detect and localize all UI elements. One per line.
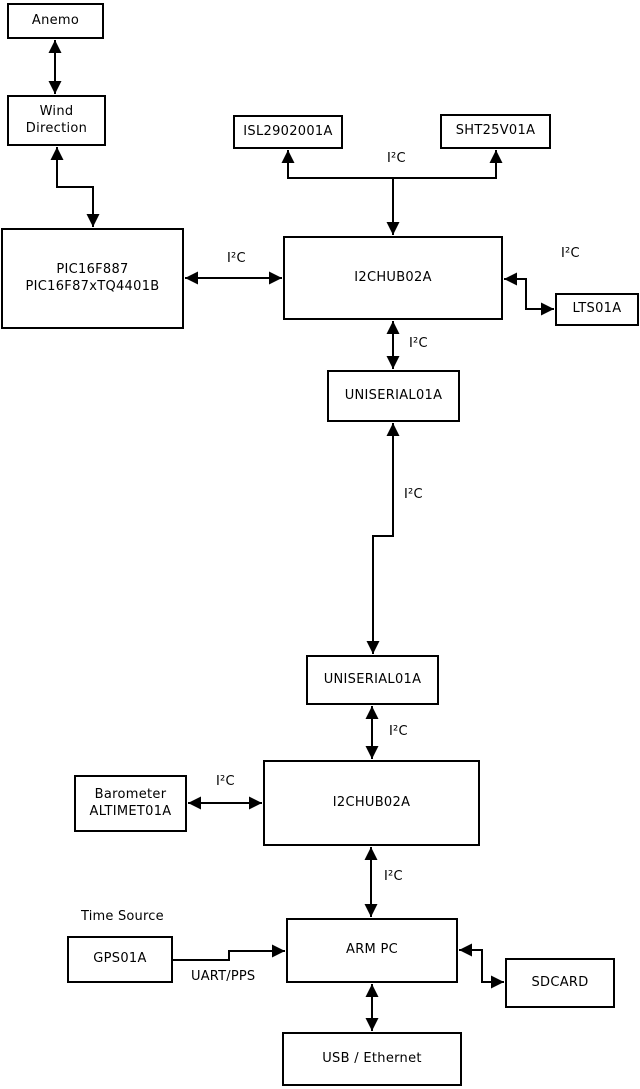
edge-label-i2c-sensor-bus: I²C [387, 151, 406, 166]
node-pic16f887-label: PIC16F887 PIC16F87xTQ4401B [25, 262, 160, 294]
node-uniserial01a-upper: UNISERIAL01A [327, 370, 460, 422]
node-gps01a: GPS01A [67, 936, 173, 983]
node-wind-direction-label: Wind Direction [25, 104, 88, 136]
node-uniserial01a-upper-label: UNISERIAL01A [344, 387, 443, 403]
node-usb-ethernet-label: USB / Ethernet [322, 1050, 422, 1066]
node-lts01a: LTS01A [555, 293, 639, 326]
node-anemo: Anemo [7, 3, 104, 39]
connector-gps-armpc [173, 944, 285, 961]
node-gps01a-label: GPS01A [93, 951, 147, 967]
connector-armpc-sdcard [459, 943, 504, 989]
edge-label-i2c-hub-arm: I²C [384, 869, 403, 884]
node-sdcard-label: SDCARD [531, 974, 589, 990]
connector-wind-pic [50, 147, 100, 227]
node-barometer-altimet01a-label: Barometer ALTIMET01A [89, 787, 172, 819]
edge-label-i2c-lts: I²C [561, 246, 580, 261]
node-lts01a-label: LTS01A [572, 301, 622, 317]
connector-i2chub-upper-lts [504, 272, 554, 316]
edge-label-uart-pps: UART/PPS [191, 969, 256, 984]
node-sdcard: SDCARD [505, 958, 615, 1008]
node-sht25v01a: SHT25V01A [440, 114, 551, 149]
node-pic16f887: PIC16F887 PIC16F87xTQ4401B [1, 228, 184, 329]
node-isl2902001a: ISL2902001A [233, 115, 343, 149]
node-i2chub02a-lower: I2CHUB02A [263, 760, 480, 846]
node-usb-ethernet: USB / Ethernet [282, 1032, 462, 1086]
node-i2chub02a-upper: I2CHUB02A [283, 236, 503, 320]
edge-label-i2c-pic-hub: I²C [227, 251, 246, 266]
edge-label-i2c-uniserial-hub: I²C [389, 724, 408, 739]
edge-label-i2c-uniserial-link: I²C [404, 487, 423, 502]
node-uniserial01a-lower: UNISERIAL01A [306, 655, 439, 705]
connector-uniserial-upper-uniserial-lower [366, 423, 400, 654]
node-arm-pc-label: ARM PC [346, 942, 398, 958]
node-arm-pc: ARM PC [286, 918, 458, 983]
annotation-time-source: Time Source [81, 909, 164, 924]
edge-label-i2c-barometer: I²C [216, 774, 235, 789]
node-uniserial01a-lower-label: UNISERIAL01A [323, 671, 422, 687]
node-anemo-label: Anemo [31, 12, 80, 28]
node-i2chub02a-lower-label: I2CHUB02A [332, 794, 411, 810]
node-isl2902001a-label: ISL2902001A [243, 123, 333, 139]
edge-label-i2c-hub-uniserial: I²C [409, 336, 428, 351]
node-i2chub02a-upper-label: I2CHUB02A [354, 269, 432, 285]
node-barometer-altimet01a: Barometer ALTIMET01A [74, 775, 187, 832]
node-wind-direction: Wind Direction [7, 95, 106, 146]
node-sht25v01a-label: SHT25V01A [455, 123, 536, 139]
